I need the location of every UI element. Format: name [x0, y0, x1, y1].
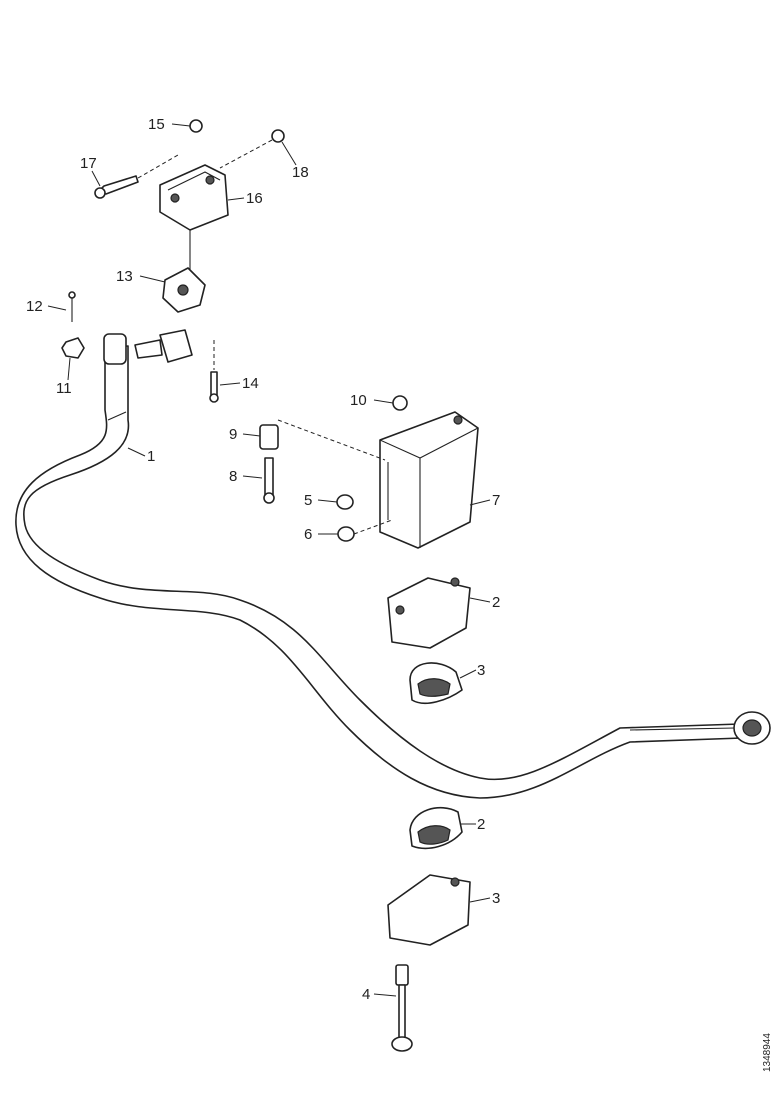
upper-bracket: [159, 164, 229, 300]
callout-17: 17: [80, 155, 97, 172]
pin-12: [68, 291, 76, 322]
callout-10: 10: [350, 392, 367, 409]
callout-1: 1: [147, 448, 155, 465]
callout-7: 7: [492, 492, 500, 509]
bolt-14: [209, 340, 219, 403]
bolt-8: [263, 457, 275, 504]
callout-2-lower: 3: [492, 890, 500, 907]
callout-11: 11: [56, 380, 72, 397]
callout-16: 16: [246, 190, 263, 207]
clamp-2-lower: [387, 874, 471, 946]
clamp-2-upper: [387, 577, 471, 649]
bushing-3-lower: [409, 806, 463, 850]
drawing-code: 1348944: [762, 1033, 773, 1072]
bar-eye-end: [733, 711, 771, 745]
callout-4: 4: [362, 986, 370, 1003]
bushing-3-upper: [409, 662, 463, 705]
callout-leaders: [47, 123, 491, 997]
callout-2: 2: [492, 594, 500, 611]
callout-8: 8: [229, 468, 237, 485]
callout-12: 12: [26, 298, 43, 315]
stabilizer-bar: [15, 345, 743, 799]
callout-6: 6: [304, 526, 312, 543]
nut-15: [189, 119, 203, 133]
callout-15: 15: [148, 116, 165, 133]
callout-13: 13: [116, 268, 133, 285]
link-13: [134, 267, 206, 363]
washer-5: [336, 494, 354, 510]
callout-14: 14: [242, 375, 259, 392]
callout-18: 18: [292, 164, 309, 181]
callout-5: 5: [304, 492, 312, 509]
callout-labels: 1 2 3 4 5 6 7 8 9 10 11 12 13 14 15 16 1…: [26, 116, 500, 1003]
spacer-9: [259, 419, 386, 461]
bolt-17: [94, 154, 179, 199]
bracket-7: [379, 411, 479, 549]
bar-end-top: [103, 333, 127, 365]
callout-3: 3: [477, 662, 485, 679]
callout-9: 9: [229, 426, 237, 443]
nut-10: [392, 395, 408, 411]
callout-3-lower: 2: [477, 816, 485, 833]
nut-18: [219, 129, 285, 169]
nut-11: [61, 337, 85, 359]
bolt-4: [391, 964, 413, 1052]
